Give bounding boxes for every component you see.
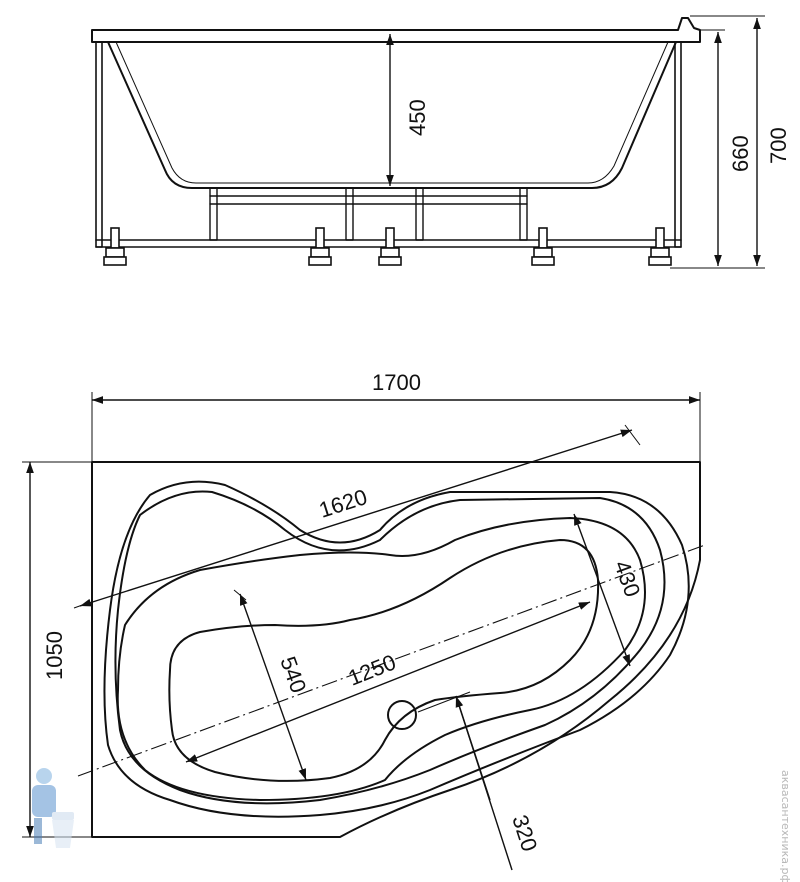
drain-offset-label: 320	[507, 812, 542, 855]
leveling-legs	[103, 227, 672, 266]
inner-rim	[114, 490, 666, 805]
drain-icon	[387, 700, 417, 730]
tub-rim	[91, 17, 701, 43]
top-view: 1700 1050 1620 1250 540 43	[22, 370, 706, 871]
width-label: 1050	[42, 631, 67, 680]
drain-offset-arrow-a	[455, 695, 491, 801]
depth-label: 450	[405, 99, 430, 136]
support-frame	[95, 41, 682, 248]
inner-length-label: 1250	[345, 649, 400, 690]
watermark: аквасантехника.рф	[779, 770, 792, 882]
tub-outline	[91, 461, 701, 838]
end-width-label: 430	[609, 557, 645, 600]
inner-width-dim-line	[239, 593, 307, 781]
height-inner-label: 660	[728, 135, 753, 172]
length-label: 1700	[372, 370, 421, 395]
side-view: 450 660 700	[91, 15, 791, 269]
diagonal-dim-line	[79, 429, 633, 607]
diagonal-label: 1620	[316, 484, 370, 523]
height-total-label: 700	[766, 127, 791, 164]
end-width-dim-line	[573, 513, 631, 667]
plumber-mascot-icon	[32, 768, 74, 848]
inner-width-label: 540	[275, 653, 311, 696]
tub-bowl	[107, 41, 677, 189]
